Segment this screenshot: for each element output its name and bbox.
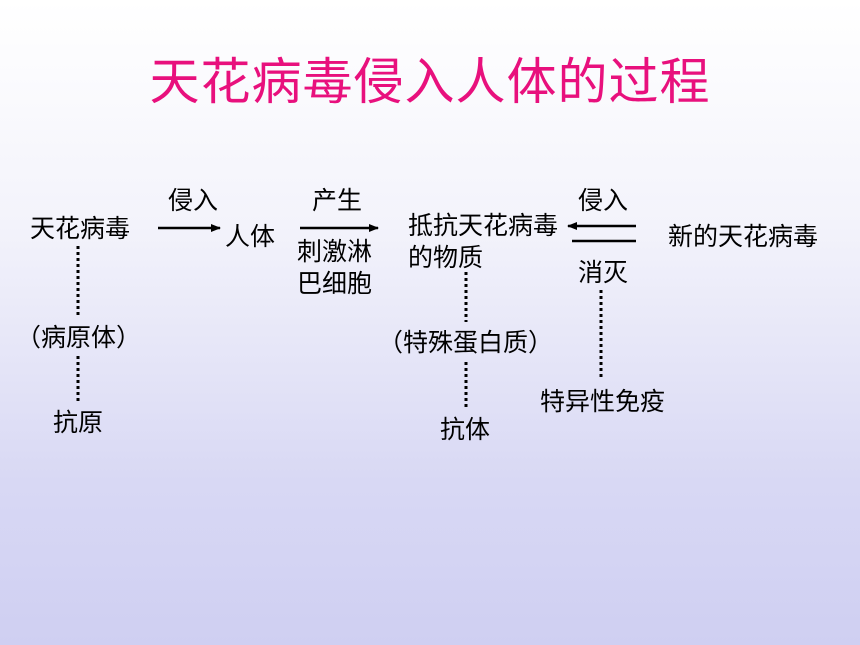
node-antibody: 抗体 <box>440 415 491 444</box>
label-invade-2: 侵入 <box>578 186 629 215</box>
node-resist-substance: 抵抗天花病毒的物质 <box>408 211 559 272</box>
label-destroy: 消灭 <box>578 258 629 287</box>
node-special-protein: （特殊蛋白质） <box>378 328 554 357</box>
node-human: 人体 <box>225 222 276 251</box>
label-produce: 产生 <box>312 186 363 215</box>
node-antigen: 抗原 <box>53 408 104 437</box>
page-title: 天花病毒侵入人体的过程 <box>149 53 711 111</box>
node-virus: 天花病毒 <box>30 214 131 243</box>
node-specific-immunity: 特异性免疫 <box>540 387 666 416</box>
node-stimulate-lymphocytes: 刺激淋巴细胞 <box>297 237 373 298</box>
label-invade-1: 侵入 <box>168 186 219 215</box>
node-pathogen: （病原体） <box>16 323 142 352</box>
node-new-virus: 新的天花病毒 <box>668 222 819 251</box>
